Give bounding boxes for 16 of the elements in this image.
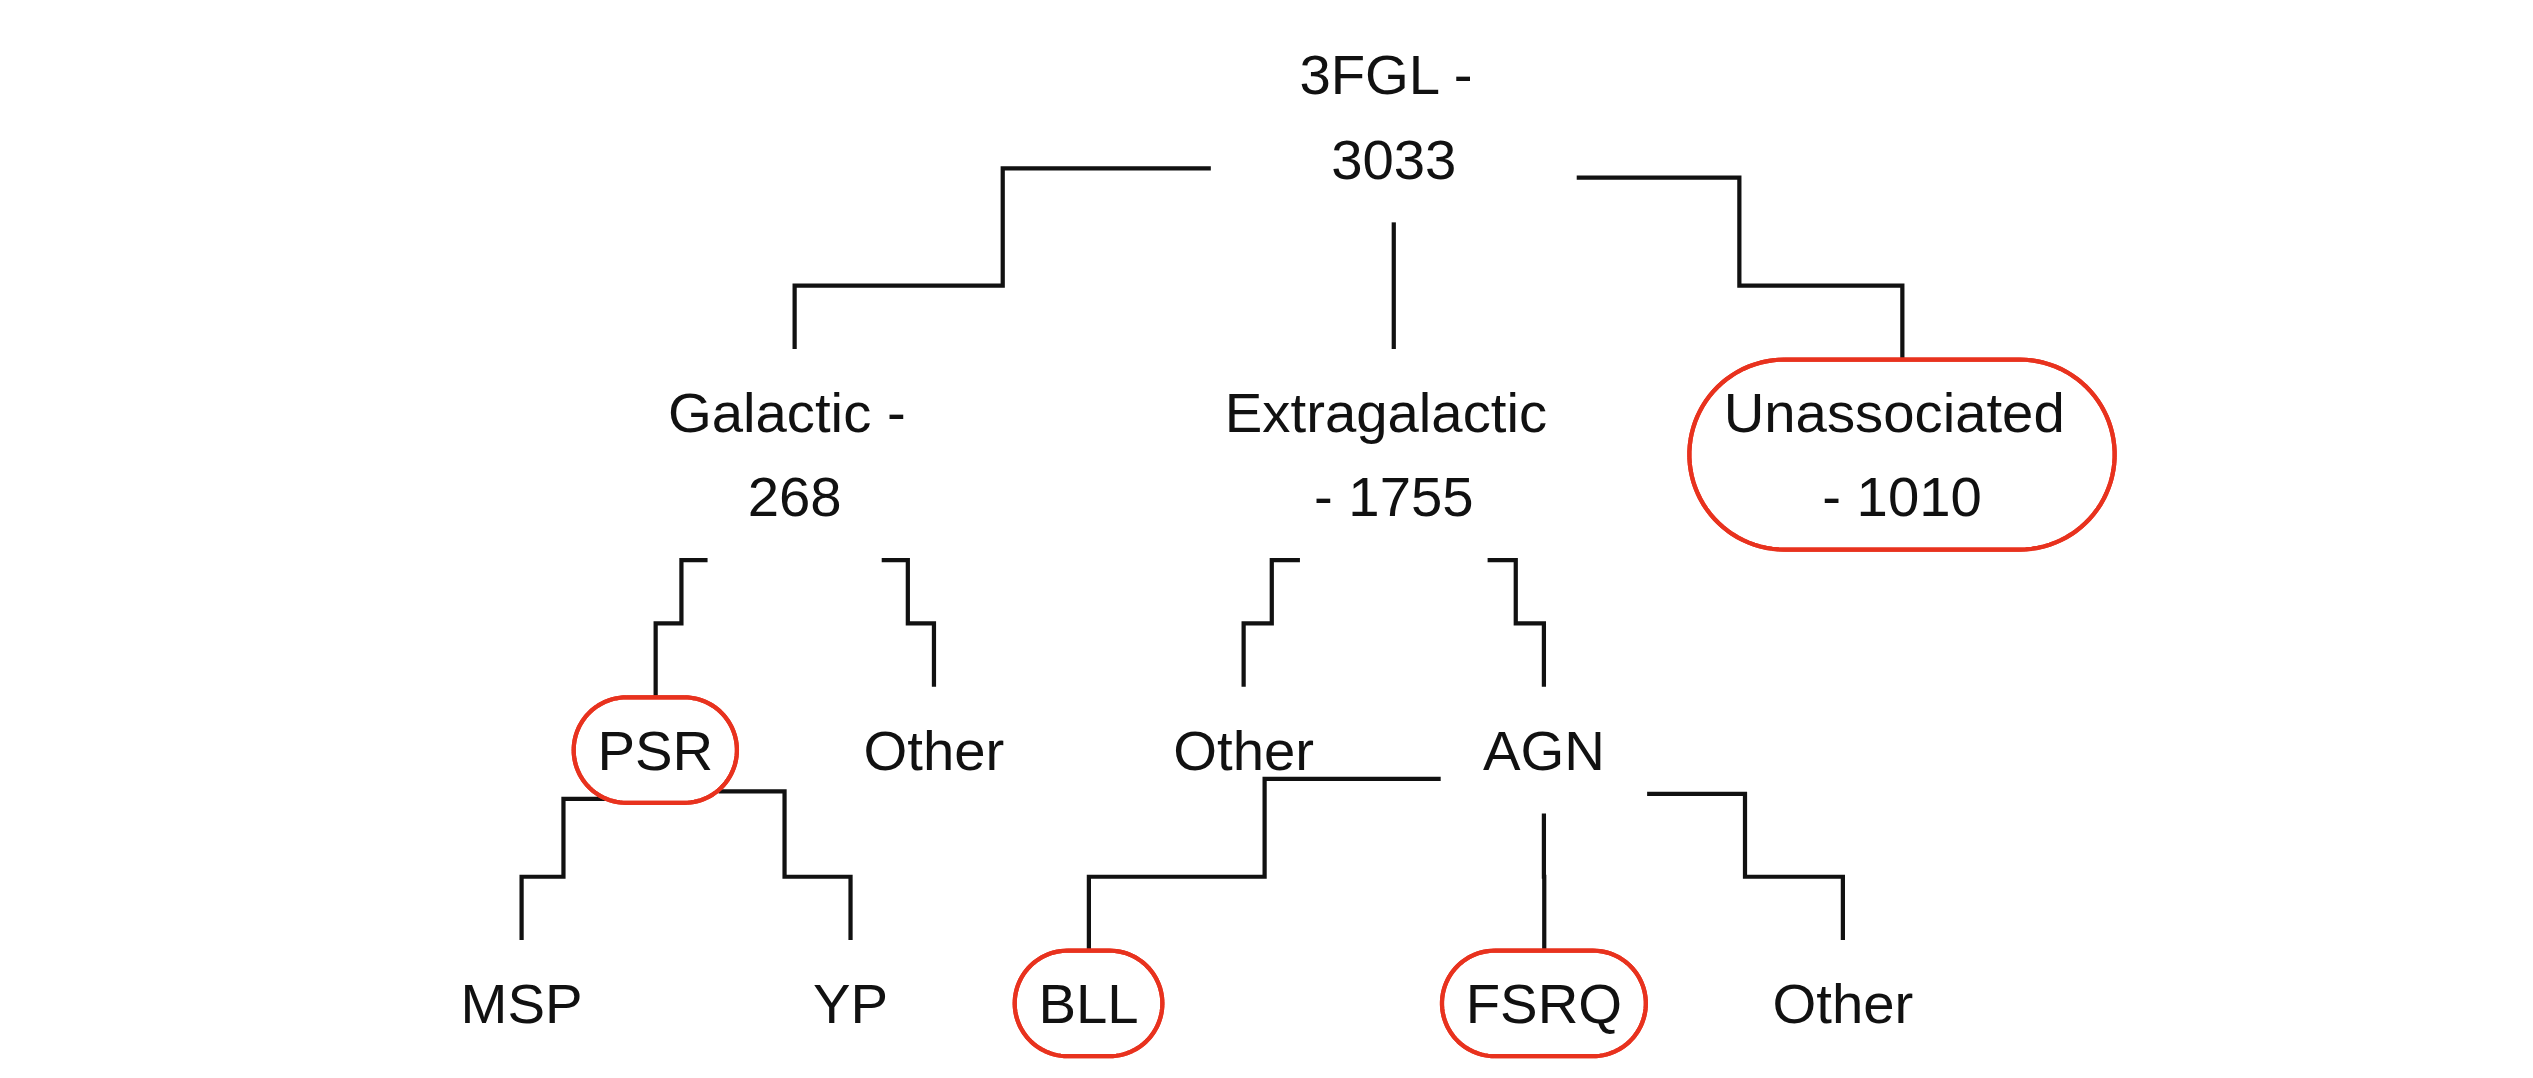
connector: [1391, 220, 1396, 352]
connector: [792, 166, 1211, 352]
node-text: 3FGL - 3033: [1299, 43, 1473, 190]
connector: [881, 558, 937, 689]
node-text: Extragalactic - 1755: [1224, 381, 1548, 528]
node-text: Other: [1772, 972, 1914, 1035]
node-text: MSP: [460, 972, 583, 1035]
connector: [718, 789, 853, 943]
node-text: YP: [812, 972, 889, 1035]
node-text: Galactic - 268: [667, 381, 906, 528]
connector: [1647, 791, 1845, 943]
node-text: Other: [863, 719, 1005, 782]
node-text: AGN: [1482, 719, 1605, 782]
node-text: Other: [1173, 719, 1315, 782]
connector: [1241, 558, 1300, 689]
connector: [1487, 558, 1546, 689]
